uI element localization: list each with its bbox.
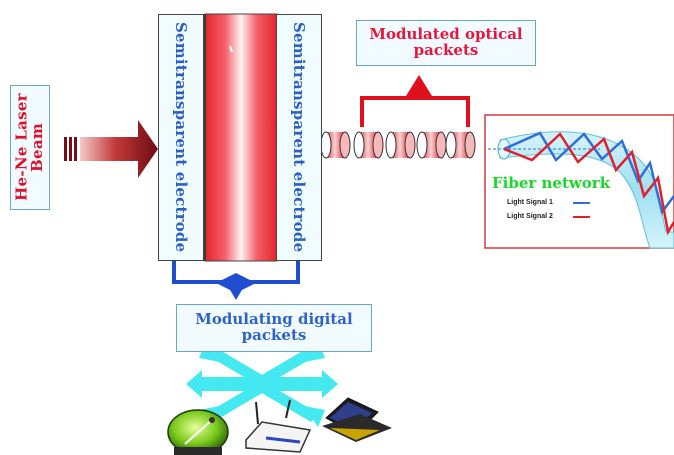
- optical-packets-row: [320, 131, 476, 159]
- satellite-dish-icon: [167, 409, 229, 455]
- fiber-network-title: Fiber network: [492, 174, 611, 192]
- legend-signal-1: Light Signal 1: [507, 199, 553, 206]
- electro-optic-crystal: [204, 13, 278, 262]
- fiber-network-panel: [484, 114, 674, 249]
- left-electrode: Semitransparent electrode: [158, 14, 204, 261]
- optical-packets-bracket: [360, 75, 470, 127]
- electrode-connector: [172, 261, 300, 300]
- laser-beam-arrow-icon: [64, 120, 158, 178]
- optical-packets-label: Modulated optical packets: [356, 20, 536, 66]
- right-electrode: Semitransparent electrode: [276, 14, 322, 261]
- legend-signal-2: Light Signal 2: [507, 213, 553, 220]
- laser-beam-label: He-Ne Laser Beam: [10, 85, 50, 210]
- wireless-router-icon: [245, 399, 312, 453]
- digital-packets-label: Modulating digital packets: [176, 304, 372, 352]
- laptop-icon: [322, 397, 392, 442]
